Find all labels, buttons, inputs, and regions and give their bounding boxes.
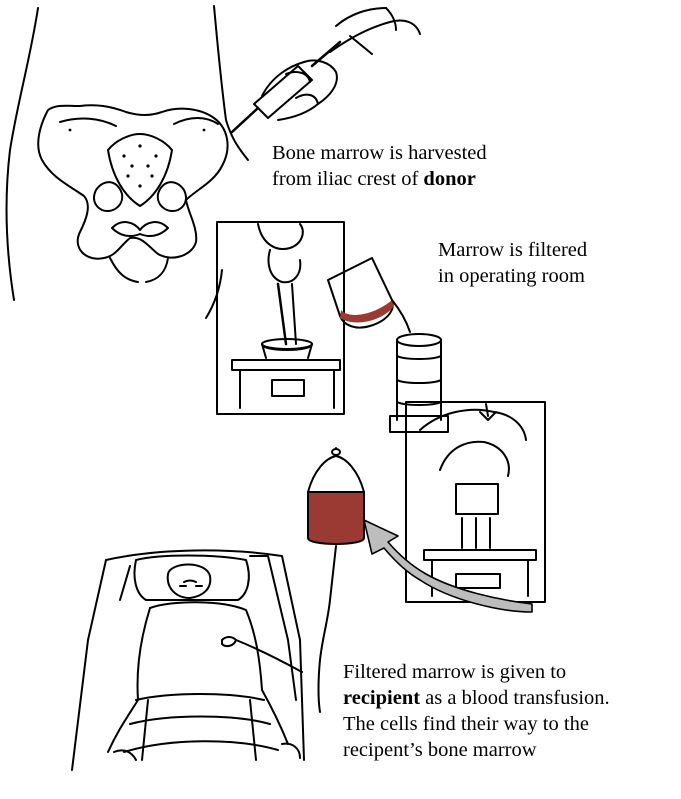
donor-pelvis-illustration	[7, 6, 248, 318]
filter-caption-line-2: in operating room	[438, 263, 587, 289]
harvest-caption-line-1: Bone marrow is harvested	[272, 140, 487, 166]
recipient-caption-suffix: as a blood transfusion.	[420, 687, 610, 709]
filter-caption-line-1: Marrow is filtered	[438, 237, 587, 263]
harvest-caption: Bone marrow is harvested from iliac cres…	[272, 140, 487, 192]
recipient-patient-illustration	[72, 550, 304, 770]
recipient-caption-line-1: Filtered marrow is given to	[343, 659, 610, 685]
recipient-caption-line-4: recipent’s bone marrow	[343, 737, 610, 763]
syringe-hand-illustration	[232, 8, 420, 132]
donor-label: donor	[423, 168, 475, 190]
filter-station-box	[217, 222, 344, 414]
recipient-caption-line-2: recipient as a blood transfusion.	[343, 685, 610, 711]
recipient-label: recipient	[343, 687, 420, 709]
transfusion-arrow	[364, 520, 532, 612]
harvest-caption-prefix: from iliac crest of	[272, 168, 423, 190]
pouring-beaker	[328, 258, 410, 332]
recipient-caption-line-3: The cells find their way to the	[343, 711, 610, 737]
filter-caption: Marrow is filtered in operating room	[438, 237, 587, 289]
harvest-caption-line-2: from iliac crest of donor	[272, 166, 487, 192]
recipient-caption: Filtered marrow is given to recipient as…	[343, 659, 610, 763]
